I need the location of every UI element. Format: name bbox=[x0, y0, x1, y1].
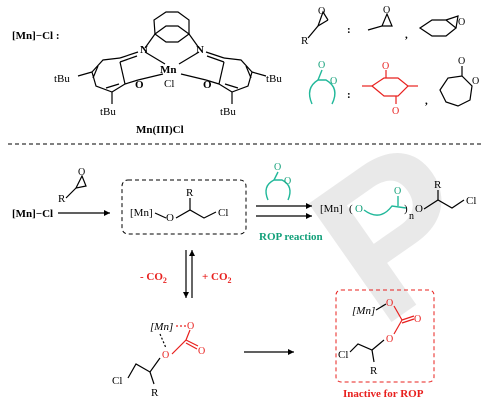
svg-text:Cl: Cl bbox=[338, 349, 348, 361]
svg-text:O: O bbox=[318, 60, 325, 71]
svg-text:O: O bbox=[355, 203, 363, 215]
svg-text:O: O bbox=[383, 5, 390, 16]
svg-text:O: O bbox=[415, 203, 423, 215]
svg-text::: : bbox=[347, 24, 351, 36]
svg-text:O: O bbox=[394, 186, 401, 197]
svg-text:[Mn]: [Mn] bbox=[130, 207, 153, 219]
intermediate-box bbox=[121, 179, 247, 235]
svg-text:,: , bbox=[405, 29, 408, 41]
svg-text:O: O bbox=[274, 162, 281, 173]
svg-text:Cl: Cl bbox=[218, 207, 228, 219]
svg-text:Cl: Cl bbox=[466, 195, 476, 207]
catalyst-label: [Mn]−Cl : bbox=[12, 30, 60, 42]
epoxide-monomers: R O : O , O bbox=[301, 5, 465, 47]
svg-text:Cl: Cl bbox=[112, 375, 122, 387]
svg-text:O: O bbox=[162, 350, 169, 361]
svg-text:O: O bbox=[386, 334, 393, 345]
minus-co2-label: - CO2 bbox=[140, 271, 167, 285]
svg-text:O: O bbox=[318, 6, 325, 17]
svg-text:Mn: Mn bbox=[160, 64, 177, 76]
svg-text:O: O bbox=[414, 314, 421, 325]
svg-text:): ) bbox=[404, 203, 408, 215]
tbu-label: tBu bbox=[220, 106, 236, 118]
salen-complex: N N Mn Cl O O tBu tBu tBu tBu Mn(III)Cl bbox=[54, 11, 282, 136]
start-label: [Mn]−Cl bbox=[12, 208, 53, 220]
inactive-box bbox=[335, 289, 435, 383]
svg-text:R: R bbox=[58, 193, 66, 205]
inactive-label: Inactive for ROP bbox=[343, 388, 424, 400]
svg-text:O: O bbox=[392, 106, 399, 117]
tbu-label: tBu bbox=[100, 106, 116, 118]
svg-text:O: O bbox=[284, 176, 291, 187]
svg-text:n: n bbox=[409, 211, 414, 222]
svg-text:R: R bbox=[186, 187, 194, 199]
svg-text:[Mn]: [Mn] bbox=[320, 203, 343, 215]
svg-text:Cl: Cl bbox=[164, 78, 174, 90]
svg-text:O: O bbox=[198, 346, 205, 357]
svg-text:O: O bbox=[330, 76, 337, 87]
rop-reaction-label: ROP reaction bbox=[259, 231, 323, 243]
svg-text:O: O bbox=[458, 17, 465, 28]
catalyst-name: Mn(III)Cl bbox=[136, 124, 184, 136]
svg-text:R: R bbox=[301, 35, 309, 47]
svg-text:O: O bbox=[386, 298, 393, 309]
lactone-monomers: O O : O O , O O bbox=[308, 56, 479, 117]
svg-text:O: O bbox=[187, 321, 194, 332]
svg-text:O: O bbox=[78, 167, 85, 178]
tbu-label: tBu bbox=[54, 73, 70, 85]
carbonate-intermediate: [Mn] O O O Cl R bbox=[112, 321, 205, 399]
svg-text:[Mn]: [Mn] bbox=[150, 321, 173, 333]
svg-text:O: O bbox=[382, 61, 389, 72]
svg-text:R: R bbox=[370, 365, 378, 377]
svg-text:R: R bbox=[151, 387, 159, 399]
svg-text:(: ( bbox=[349, 203, 353, 215]
svg-text:N: N bbox=[196, 44, 204, 56]
plus-co2-label: + CO2 bbox=[202, 271, 232, 285]
svg-text:,: , bbox=[425, 95, 428, 107]
svg-text:N: N bbox=[140, 44, 148, 56]
svg-text:O: O bbox=[458, 56, 465, 67]
tbu-label: tBu bbox=[266, 73, 282, 85]
svg-text:R: R bbox=[434, 179, 442, 191]
svg-text:O: O bbox=[166, 212, 174, 224]
svg-text::: : bbox=[347, 89, 351, 101]
svg-text:O: O bbox=[472, 76, 479, 87]
svg-text:O: O bbox=[135, 79, 144, 91]
svg-text:[Mn]: [Mn] bbox=[352, 305, 375, 317]
svg-text:O: O bbox=[203, 79, 212, 91]
